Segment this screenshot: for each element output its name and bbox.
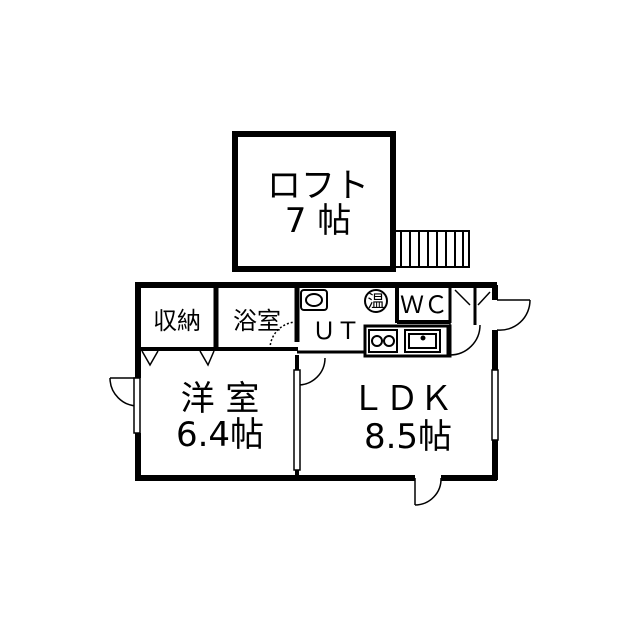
stove-icon	[368, 329, 398, 353]
bath-label: 浴室	[233, 307, 281, 335]
outer-walls	[135, 282, 498, 481]
storage-label: 収納	[153, 307, 201, 335]
closet-doors	[141, 350, 215, 367]
western-room-size-label: 6.4帖	[176, 415, 264, 455]
kitchen-sink-icon	[404, 329, 441, 353]
svg-text:温: 温	[368, 292, 385, 312]
ldk-label: ＬＤＫ	[351, 379, 453, 419]
western-room-label: 洋 室	[181, 379, 260, 419]
loft-walls	[232, 131, 396, 272]
toilet-label: ＷＣ	[400, 291, 448, 319]
water-heater-icon: 温	[364, 289, 388, 313]
loft-label: ロフト	[267, 166, 369, 206]
utility-label: ＵＴ	[312, 317, 360, 345]
ldk-size-label: 8.5帖	[364, 417, 452, 457]
loft-area: ロフト 7 帖	[232, 131, 396, 272]
washbasin-icon	[300, 289, 328, 311]
loft-ladder	[392, 230, 470, 268]
door-swings	[109, 289, 531, 506]
loft-size-label: 7 帖	[285, 201, 351, 241]
